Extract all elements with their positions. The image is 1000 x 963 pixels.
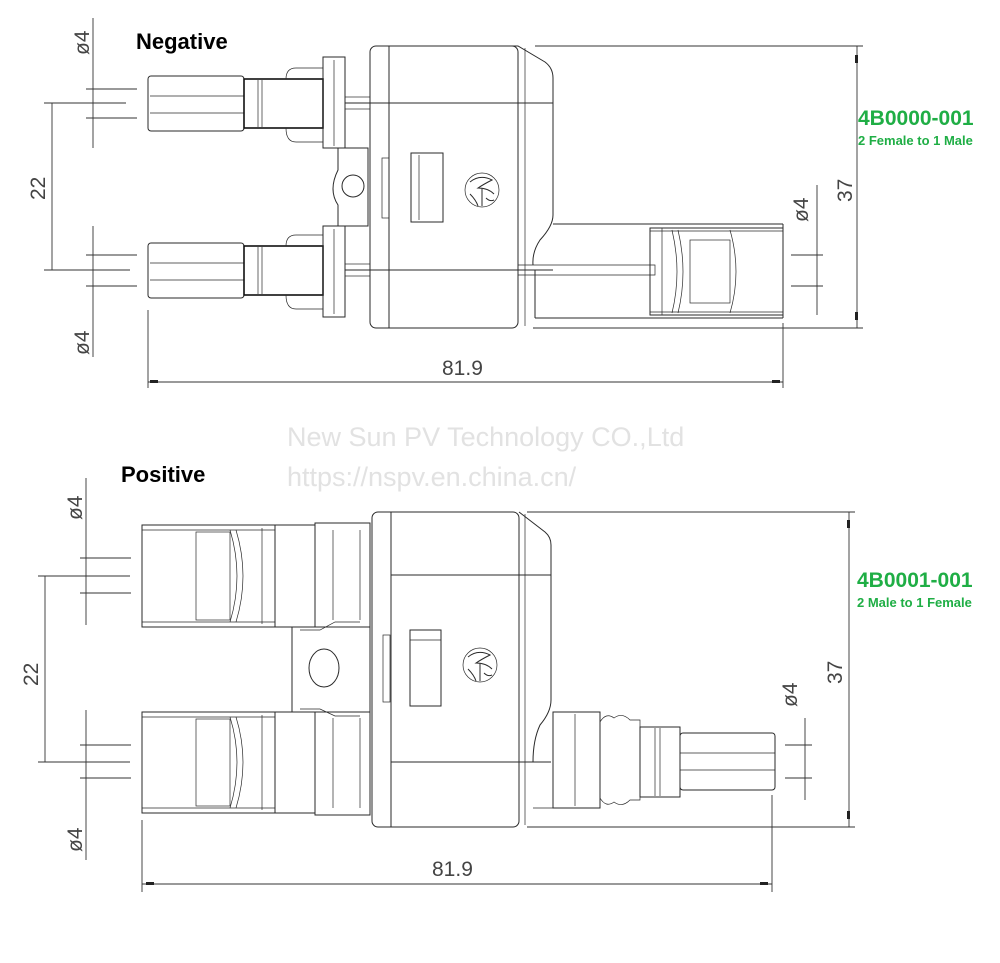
negative-center-mount [332, 147, 369, 227]
negative-description: 2 Female to 1 Male [858, 133, 973, 148]
positive-dim-pin-right: ø4 [779, 682, 802, 707]
positive-title: Positive [121, 462, 205, 487]
positive-dim-pin-top: ø4 [64, 495, 87, 520]
positive-description: 2 Male to 1 Female [857, 595, 972, 610]
negative-part-number: 4B0000-001 [858, 107, 974, 130]
positive-dim-length: 81.9 [432, 858, 473, 881]
negative-dim-pin-right: ø4 [790, 197, 813, 222]
negative-pin-lower [147, 225, 371, 318]
positive-socket-upper [141, 522, 371, 628]
negative-drawing: Negative 4B0000-001 2 Female to 1 Male [27, 18, 974, 388]
watermark-company: New Sun PV Technology CO.,Ltd [287, 422, 684, 452]
positive-dimensions: ø4 22 ø4 37 ø4 81.9 [20, 478, 855, 892]
negative-dim-pin-top: ø4 [71, 30, 94, 55]
positive-connector-body [371, 511, 776, 828]
positive-dim-pin-bottom: ø4 [64, 827, 87, 852]
positive-dim-height: 37 [824, 661, 847, 684]
negative-dim-height: 37 [834, 179, 857, 202]
negative-connector-body [345, 45, 784, 329]
positive-socket-lower [141, 711, 371, 816]
negative-dim-pin-bottom: ø4 [71, 330, 94, 355]
negative-dimensions: ø4 22 ø4 37 ø4 [27, 18, 863, 388]
positive-dim-spacing: 22 [20, 663, 43, 686]
negative-title: Negative [136, 29, 228, 54]
positive-center-mount [291, 621, 371, 717]
watermark-url: https://nspv.en.china.cn/ [287, 462, 577, 492]
positive-drawing: Positive 4B0001-001 2 Male to 1 Female [20, 462, 973, 892]
negative-pin-upper [147, 56, 371, 149]
positive-part-number: 4B0001-001 [857, 569, 973, 592]
negative-dim-length: 81.9 [442, 357, 483, 380]
negative-dim-spacing: 22 [27, 177, 50, 200]
